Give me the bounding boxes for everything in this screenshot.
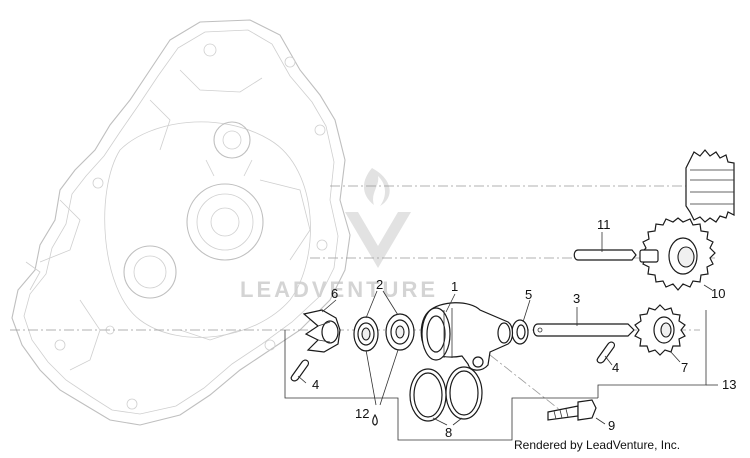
pin-4-left[interactable]	[290, 359, 310, 382]
gear-10[interactable]	[639, 217, 716, 291]
callout-9: 9	[608, 418, 615, 433]
impeller-6[interactable]	[302, 309, 341, 353]
crankcase-outline	[11, 19, 351, 426]
callout-12: 12	[355, 406, 369, 421]
watermark-logo	[345, 168, 411, 268]
callout-13: 13	[722, 377, 736, 392]
crank-gear-partial	[685, 149, 735, 223]
o-ring-8a[interactable]	[409, 368, 447, 422]
callout-6: 6	[331, 286, 338, 301]
shaft-3[interactable]	[532, 323, 635, 337]
callout-5: 5	[525, 287, 532, 302]
callout-3: 3	[573, 291, 580, 306]
callout-8: 8	[445, 425, 452, 440]
leader-lines	[297, 232, 713, 426]
pin-11[interactable]	[573, 249, 637, 261]
callout-10: 10	[711, 286, 725, 301]
assembly-bracket	[284, 310, 718, 441]
callout-4-right: 4	[612, 360, 619, 375]
callout-11: 11	[597, 217, 611, 232]
seal-2a[interactable]	[353, 316, 379, 352]
o-ring-8b[interactable]	[445, 366, 483, 420]
washer-5[interactable]	[511, 319, 529, 345]
watermark-text: LEADVENTURE	[240, 277, 438, 302]
callout-4-left: 4	[312, 377, 319, 392]
bolt-9[interactable]	[547, 399, 597, 421]
gear-7[interactable]	[634, 304, 686, 356]
seal-2b[interactable]	[385, 313, 415, 351]
callout-2: 2	[376, 277, 383, 292]
callouts: 11 10 3 5 1 2 6 7 4 4 13 12 9 8	[312, 217, 736, 440]
ball-12[interactable]	[372, 413, 378, 426]
callout-7: 7	[681, 360, 688, 375]
render-credit: Rendered by LeadVenture, Inc.	[514, 438, 681, 452]
callout-1: 1	[451, 279, 458, 294]
pump-body-1[interactable]	[420, 302, 514, 371]
pin-4-right[interactable]	[596, 341, 616, 364]
